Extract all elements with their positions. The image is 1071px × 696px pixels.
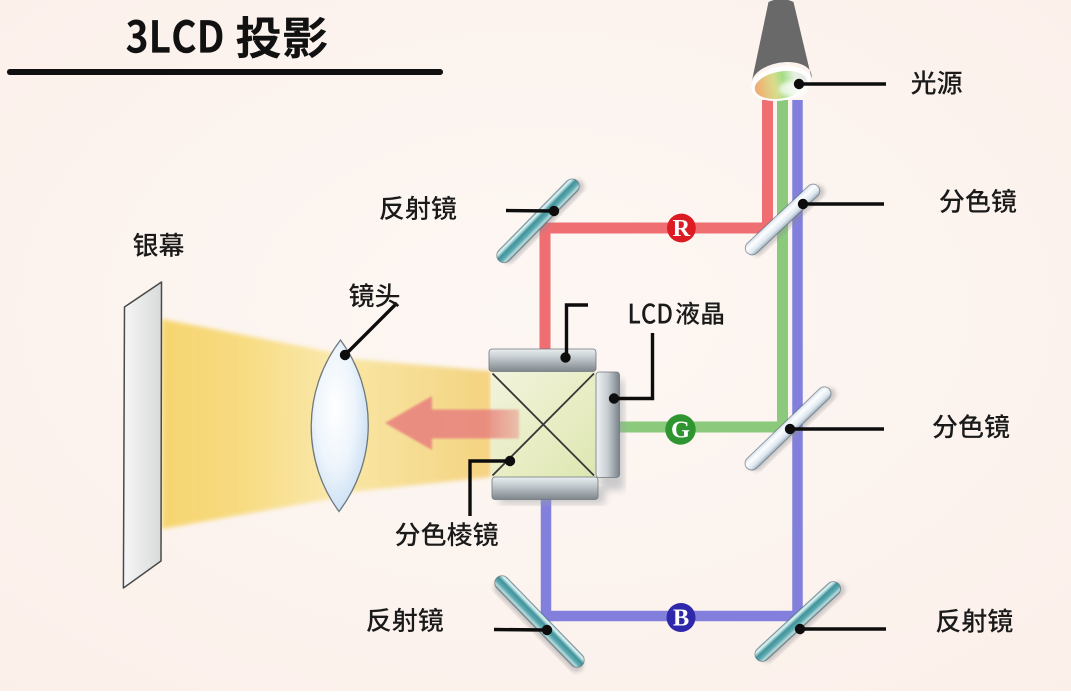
svg-text:R: R: [673, 215, 691, 242]
svg-text:B: B: [673, 605, 689, 632]
svg-text:G: G: [671, 417, 690, 444]
